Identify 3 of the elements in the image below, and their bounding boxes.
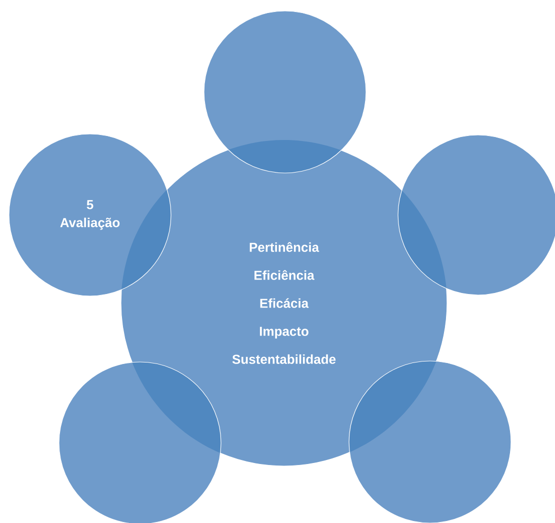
node-label: 5 bbox=[86, 200, 94, 210]
circle bbox=[348, 360, 512, 523]
node-label: Avaliação bbox=[60, 218, 120, 230]
